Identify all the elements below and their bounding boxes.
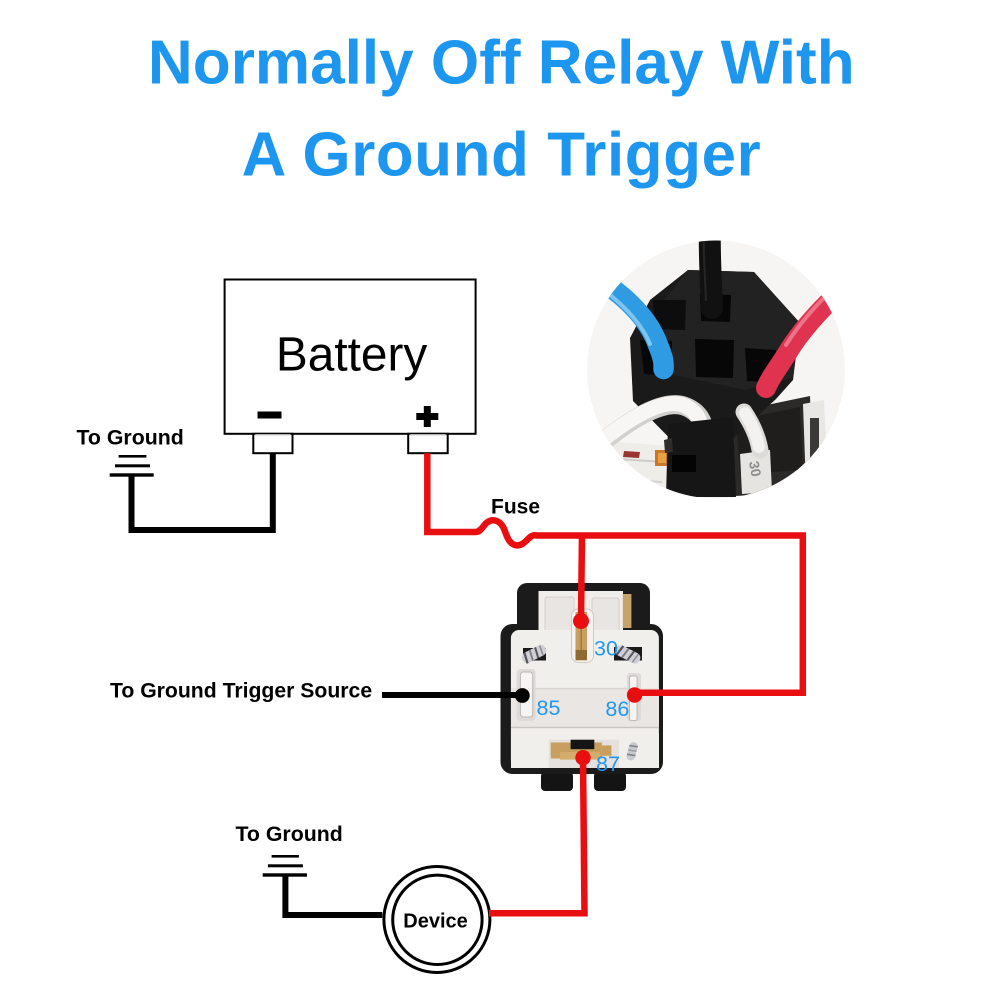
svg-text:87: 87: [596, 752, 620, 776]
svg-text:A Ground Trigger: A Ground Trigger: [242, 121, 762, 190]
svg-text:To Ground: To Ground: [77, 426, 184, 450]
svg-text:85: 85: [537, 696, 561, 720]
svg-text:To Ground Trigger Source: To Ground Trigger Source: [110, 680, 372, 703]
svg-text:Normally Off Relay With: Normally Off Relay With: [148, 29, 855, 98]
svg-text:30: 30: [746, 460, 764, 478]
svg-text:Battery: Battery: [276, 329, 428, 382]
svg-text:Device: Device: [403, 911, 468, 933]
svg-text:86: 86: [605, 697, 629, 721]
svg-text:To Ground: To Ground: [236, 822, 343, 846]
svg-text:30: 30: [594, 637, 618, 661]
svg-text:Fuse: Fuse: [491, 496, 540, 519]
